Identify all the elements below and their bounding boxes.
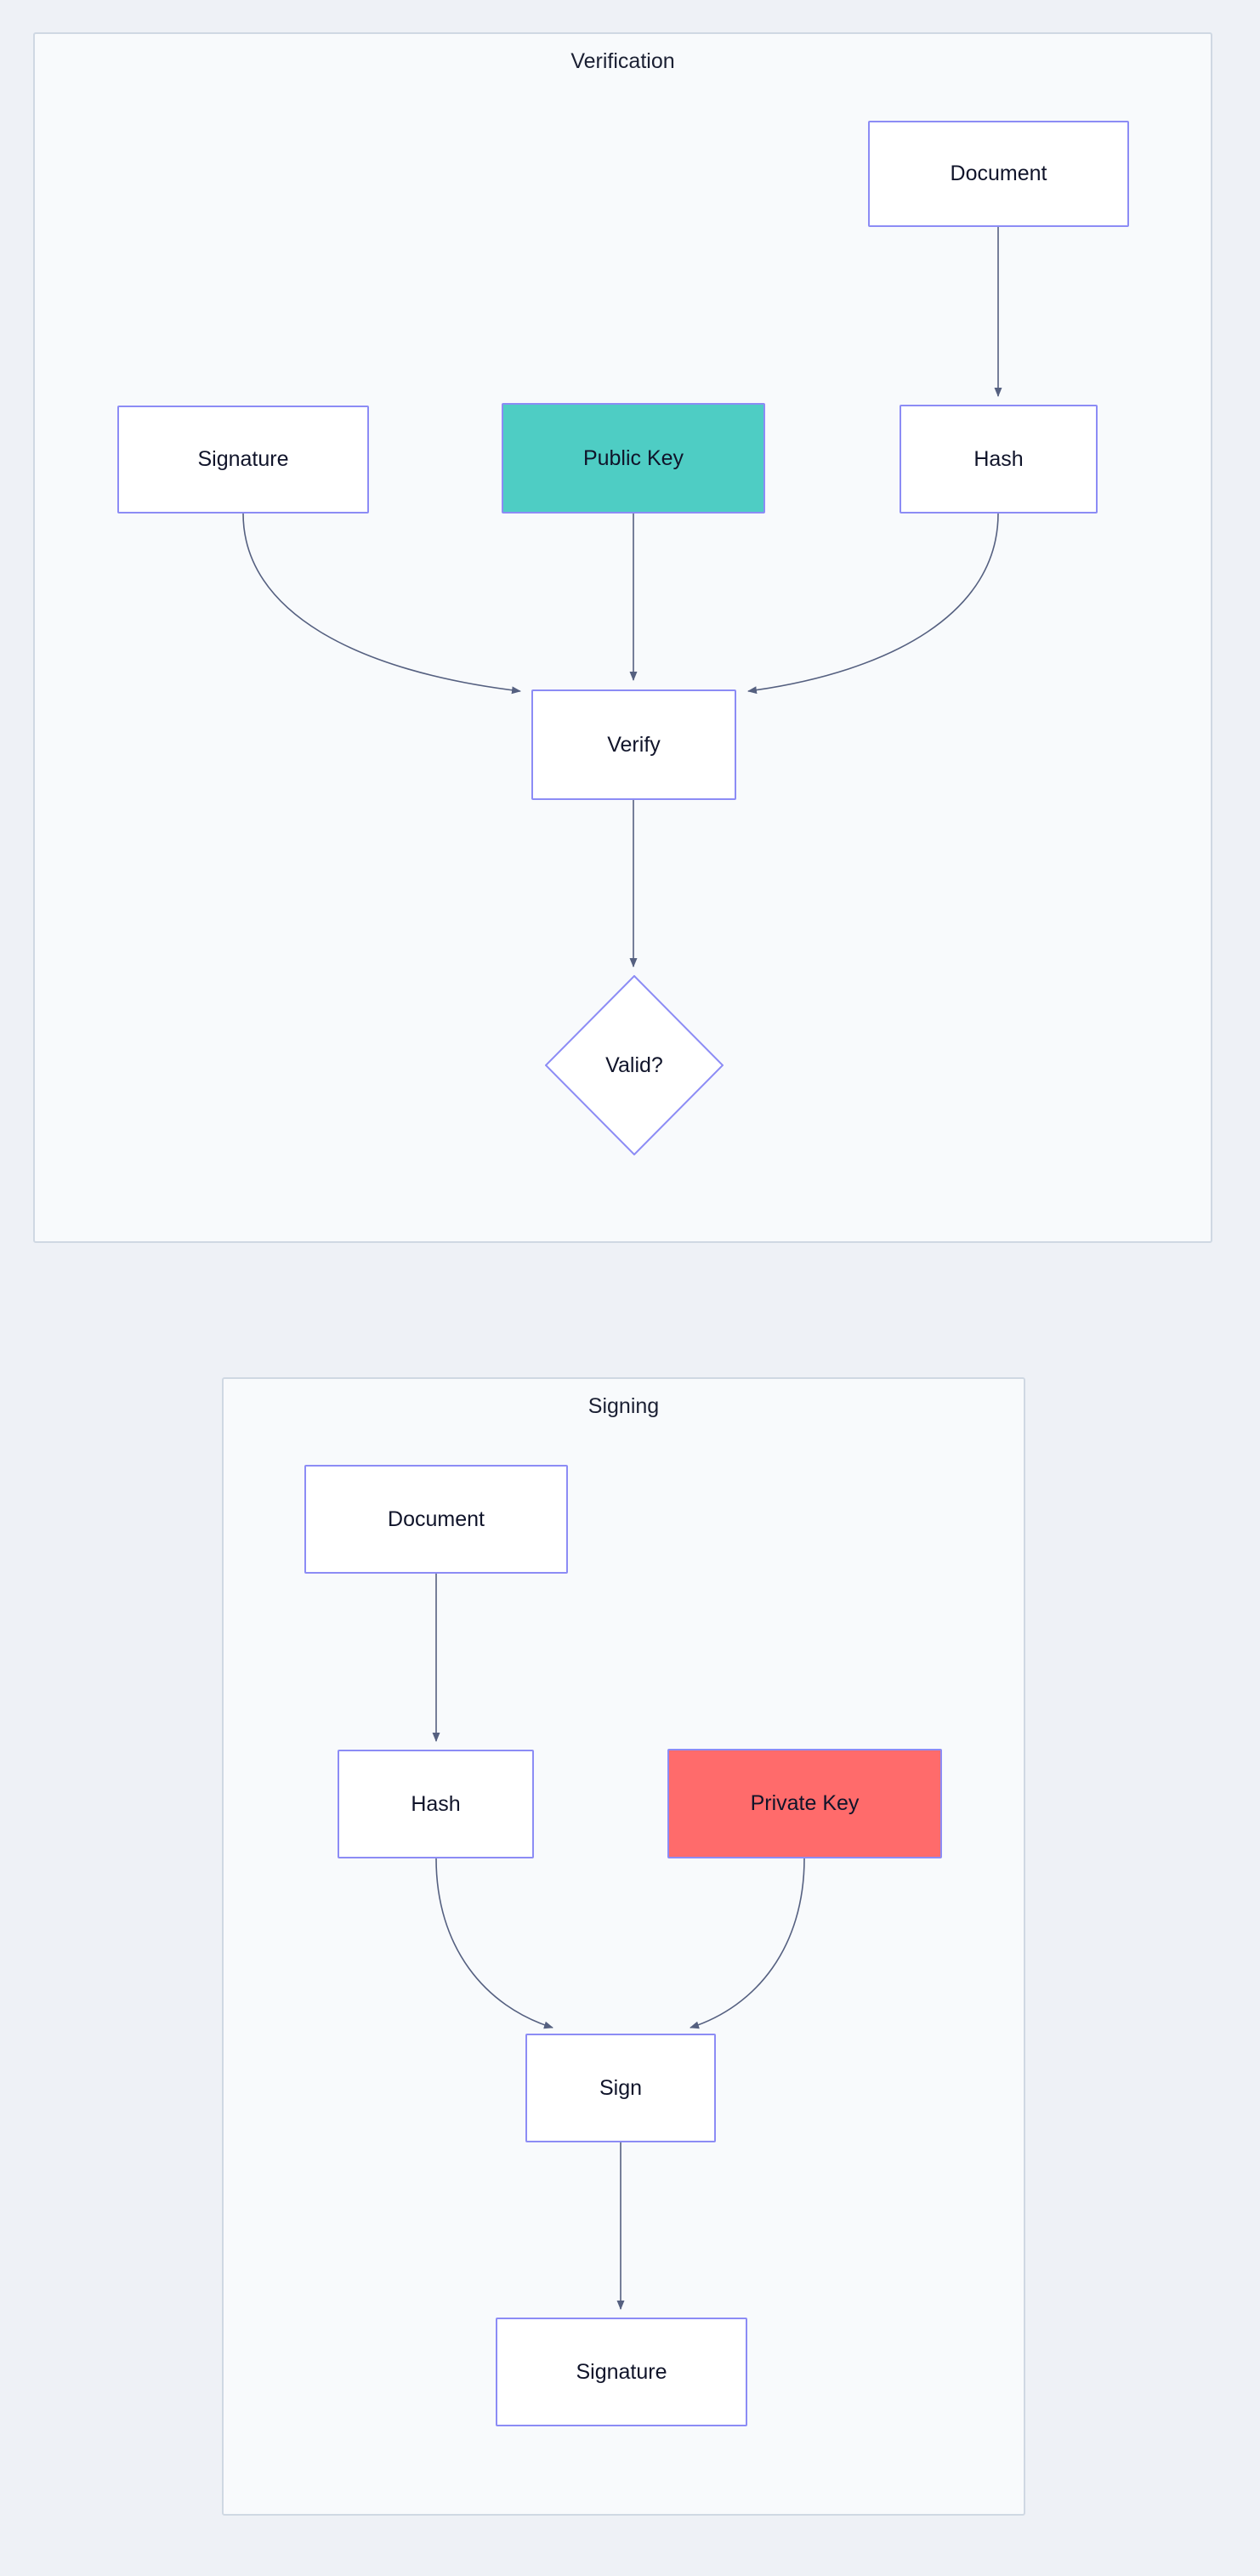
node-label-v-valid: Valid?	[605, 1053, 663, 1077]
node-label-v-hash: Hash	[973, 446, 1024, 471]
node-label-s-signature: Signature	[576, 2359, 667, 2384]
node-s-signature[interactable]: Signature	[496, 2318, 747, 2426]
node-label-v-publickey: Public Key	[582, 445, 684, 470]
node-v-valid[interactable]: Valid?	[545, 975, 724, 1155]
node-label-v-verify: Verify	[607, 732, 661, 757]
node-label-s-hash: Hash	[411, 1791, 461, 1816]
diamond-shape-icon	[545, 975, 724, 1155]
node-v-signature[interactable]: Signature	[117, 406, 369, 513]
node-v-verify[interactable]: Verify	[531, 689, 736, 800]
cluster-title-verification: Verification	[570, 49, 675, 73]
cluster-title-signing: Signing	[587, 1394, 660, 1418]
node-s-sign[interactable]: Sign	[525, 2034, 716, 2142]
node-v-document[interactable]: Document	[868, 121, 1129, 227]
node-v-hash[interactable]: Hash	[900, 405, 1098, 513]
node-s-privatekey[interactable]: Private Key	[667, 1749, 942, 1858]
node-label-v-document: Document	[950, 162, 1047, 185]
node-label-s-privatekey: Private Key	[750, 1791, 860, 1815]
node-label-s-sign: Sign	[599, 2075, 643, 2100]
node-s-hash[interactable]: Hash	[338, 1750, 534, 1858]
node-s-document[interactable]: Document	[304, 1465, 568, 1574]
node-v-publickey[interactable]: Public Key	[502, 403, 765, 513]
node-label-v-signature: Signature	[197, 447, 289, 471]
node-label-s-document: Document	[388, 1506, 485, 1531]
